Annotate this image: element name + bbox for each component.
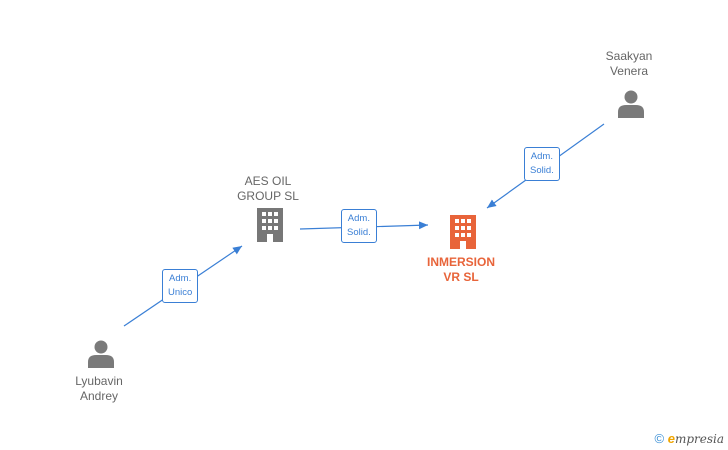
node-label-saakyan: Saakyan Venera <box>605 49 653 78</box>
edge-label-aes-inmersion[interactable]: Adm. Solid. <box>341 209 377 243</box>
brand-name: mpresia <box>674 432 724 446</box>
person-icon[interactable] <box>86 338 116 368</box>
node-label-lyubavin: Lyubavin Andrey <box>75 374 123 403</box>
person-icon[interactable] <box>616 88 646 118</box>
node-label-aes: AES OIL GROUP SL <box>237 174 299 203</box>
copyright-icon: © <box>654 431 665 446</box>
building-icon[interactable] <box>447 214 479 250</box>
building-icon[interactable] <box>254 207 286 243</box>
footer-brand: © empresia <box>654 431 724 446</box>
brand-initial: e <box>667 431 675 446</box>
node-label-inmersion: INMERSION VR SL <box>426 255 495 284</box>
edge-label-saakyan-inmersion[interactable]: Adm. Solid. <box>524 147 560 181</box>
edge-label-lyubavin-aes[interactable]: Adm. Unico <box>162 269 199 303</box>
